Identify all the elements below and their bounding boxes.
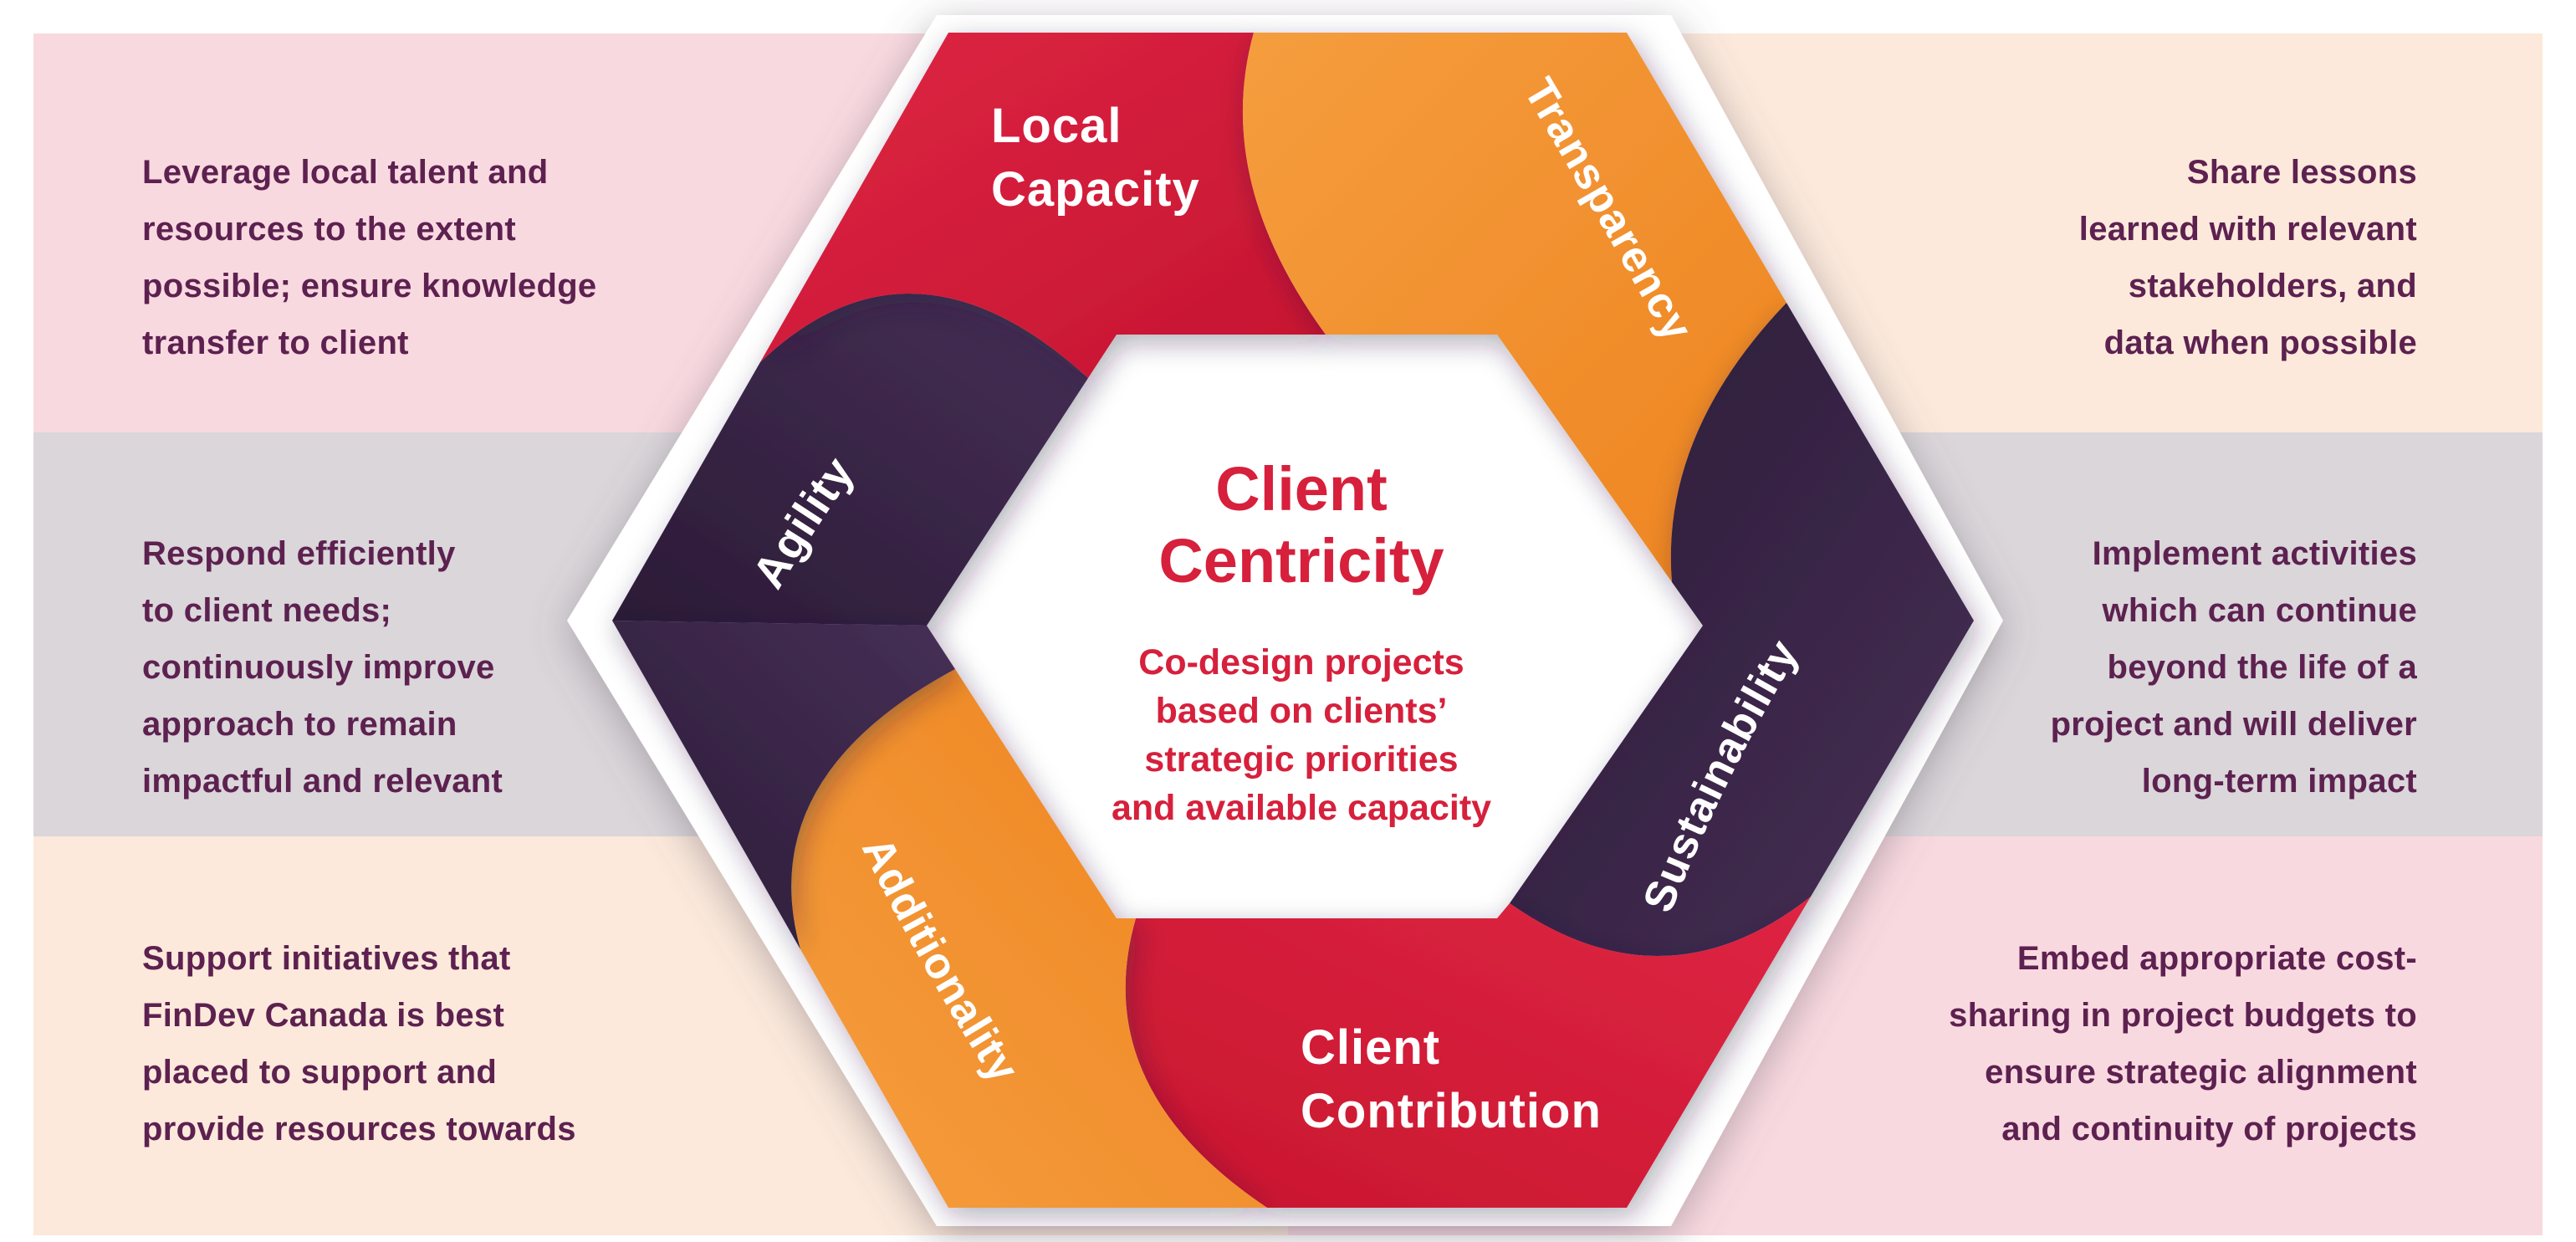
annotation-line: possible; ensure knowledge <box>142 268 597 304</box>
annotation-line: ensure strategic alignment <box>1985 1054 2417 1091</box>
annotation-bottom-right: Embed appropriate cost- sharing in proje… <box>1949 930 2417 1158</box>
annotation-top-right: Share lessons learned with relevant stak… <box>2079 144 2417 371</box>
center-subtitle-line3: strategic priorities <box>1144 739 1458 779</box>
annotation-line: beyond the life of a <box>2107 649 2417 686</box>
annotation-line: to client needs; <box>142 592 392 629</box>
annotation-middle-left: Respond efficiently to client needs; con… <box>142 525 503 810</box>
ribbon-agility-upper <box>612 294 1088 626</box>
ribbon-transparency <box>1242 33 1786 582</box>
annotation-line: Embed appropriate cost- <box>2016 940 2417 977</box>
label-client-contribution-line2: Contribution <box>1301 1084 1602 1138</box>
annotation-middle-right: Implement activities which can continue … <box>2051 525 2417 810</box>
label-client-contribution-line1: Client <box>1301 1020 1440 1075</box>
annotation-line: impactful and relevant <box>142 763 503 800</box>
annotation-line: long-term impact <box>2141 763 2417 800</box>
label-local-capacity-line1: Local <box>991 99 1122 153</box>
center-subtitle-line2: based on clients’ <box>1156 691 1448 731</box>
annotation-line: provide resources towards <box>142 1111 576 1147</box>
annotation-bottom-left: Support initiatives that FinDev Canada i… <box>142 930 576 1158</box>
ribbon-sustainability <box>1510 303 1974 957</box>
annotation-line: Implement activities <box>2092 535 2417 572</box>
annotation-line: and continuity of projects <box>2001 1111 2417 1147</box>
annotation-line: which can continue <box>2102 592 2417 629</box>
annotation-line: project and will deliver <box>2050 706 2417 743</box>
annotation-line: Respond efficiently <box>142 535 456 572</box>
annotation-top-left: Leverage local talent and resources to t… <box>142 144 596 371</box>
ribbon-client-contribution <box>1125 897 1811 1208</box>
annotation-line: sharing in project budgets to <box>1949 997 2417 1034</box>
annotation-line: transfer to client <box>142 325 409 361</box>
annotation-line: data when possible <box>2103 325 2417 361</box>
ribbon-agility-lower <box>612 621 955 949</box>
annotation-line: learned with relevant <box>2078 211 2417 248</box>
center-title-line1: Client <box>1215 454 1388 524</box>
annotation-line: resources to the extent <box>142 211 517 248</box>
annotation-line: stakeholders, and <box>2128 268 2417 304</box>
annotation-line: continuously improve <box>142 649 495 686</box>
center-subtitle-line4: and available capacity <box>1112 788 1491 828</box>
annotation-line: placed to support and <box>142 1054 498 1091</box>
center-subtitle-line1: Co-design projects <box>1138 642 1464 682</box>
annotation-line: FinDev Canada is best <box>142 997 505 1034</box>
annotation-line: approach to remain <box>142 706 457 743</box>
ribbon-local-capacity <box>760 33 1326 378</box>
label-local-capacity-line2: Capacity <box>991 162 1200 217</box>
annotation-line: Support initiatives that <box>142 940 511 977</box>
annotation-line: Share lessons <box>2186 154 2417 191</box>
ribbon-additionality <box>791 669 1267 1208</box>
center-title-line2: Centricity <box>1158 526 1444 595</box>
annotation-line: Leverage local talent and <box>142 154 549 191</box>
